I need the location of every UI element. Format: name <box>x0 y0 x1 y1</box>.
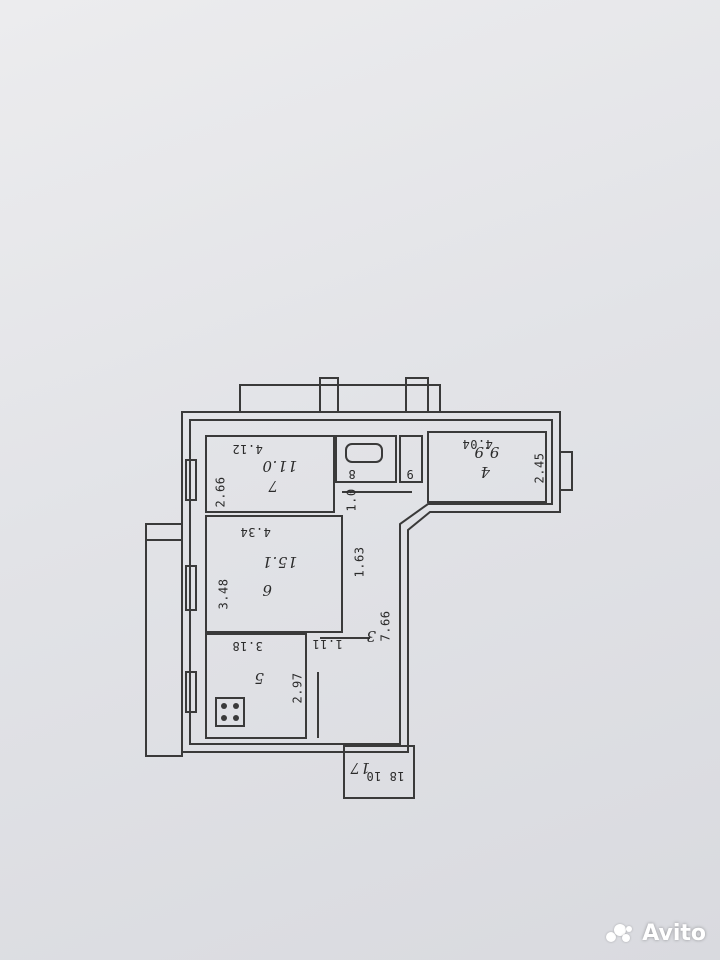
room-6 <box>205 515 343 633</box>
bathroom <box>335 435 397 483</box>
closet-17 <box>343 745 415 799</box>
room-7-number: 7 <box>268 477 279 495</box>
room-4-height: 2.45 <box>532 452 547 484</box>
room-5 <box>205 633 307 739</box>
room-6-width: 4.34 <box>240 525 271 539</box>
wc <box>399 435 423 483</box>
hall-number: 3 <box>366 627 377 645</box>
outer-wall-inner <box>189 419 553 745</box>
room-5-width: 3.18 <box>232 639 263 653</box>
avito-watermark: Avito <box>606 921 706 946</box>
room-6-area: 15.1 <box>262 553 298 571</box>
avito-watermark-text: Avito <box>642 921 706 946</box>
closet-dims: 18 10 <box>366 769 405 783</box>
room-6-height: 3.48 <box>216 578 231 610</box>
room-5-number: 5 <box>254 669 265 687</box>
room-4-width: 4.04 <box>462 437 493 451</box>
outer-wall <box>181 411 561 753</box>
hall-length: 7.66 <box>378 610 393 642</box>
room-7 <box>205 435 335 513</box>
balcony-top <box>239 384 441 413</box>
room-6-number: 6 <box>262 581 273 599</box>
room-7-height: 2.66 <box>213 476 228 508</box>
hall-width: 1.63 <box>352 546 367 578</box>
bath-number: 8 <box>348 467 356 481</box>
room-7-width: 4.12 <box>232 442 263 456</box>
room-7-area: 11.0 <box>262 457 298 475</box>
room-4-number: 4 <box>480 463 491 481</box>
stove <box>215 697 245 727</box>
room-5-height: 2.97 <box>290 672 305 704</box>
room-4 <box>427 431 547 503</box>
corridor-small: 1.11 <box>312 637 343 651</box>
wc-number: 9 <box>406 467 414 481</box>
corridor-top: 1.0 <box>344 488 359 512</box>
loggia-left <box>145 523 183 757</box>
avito-logo-icon <box>606 922 636 946</box>
